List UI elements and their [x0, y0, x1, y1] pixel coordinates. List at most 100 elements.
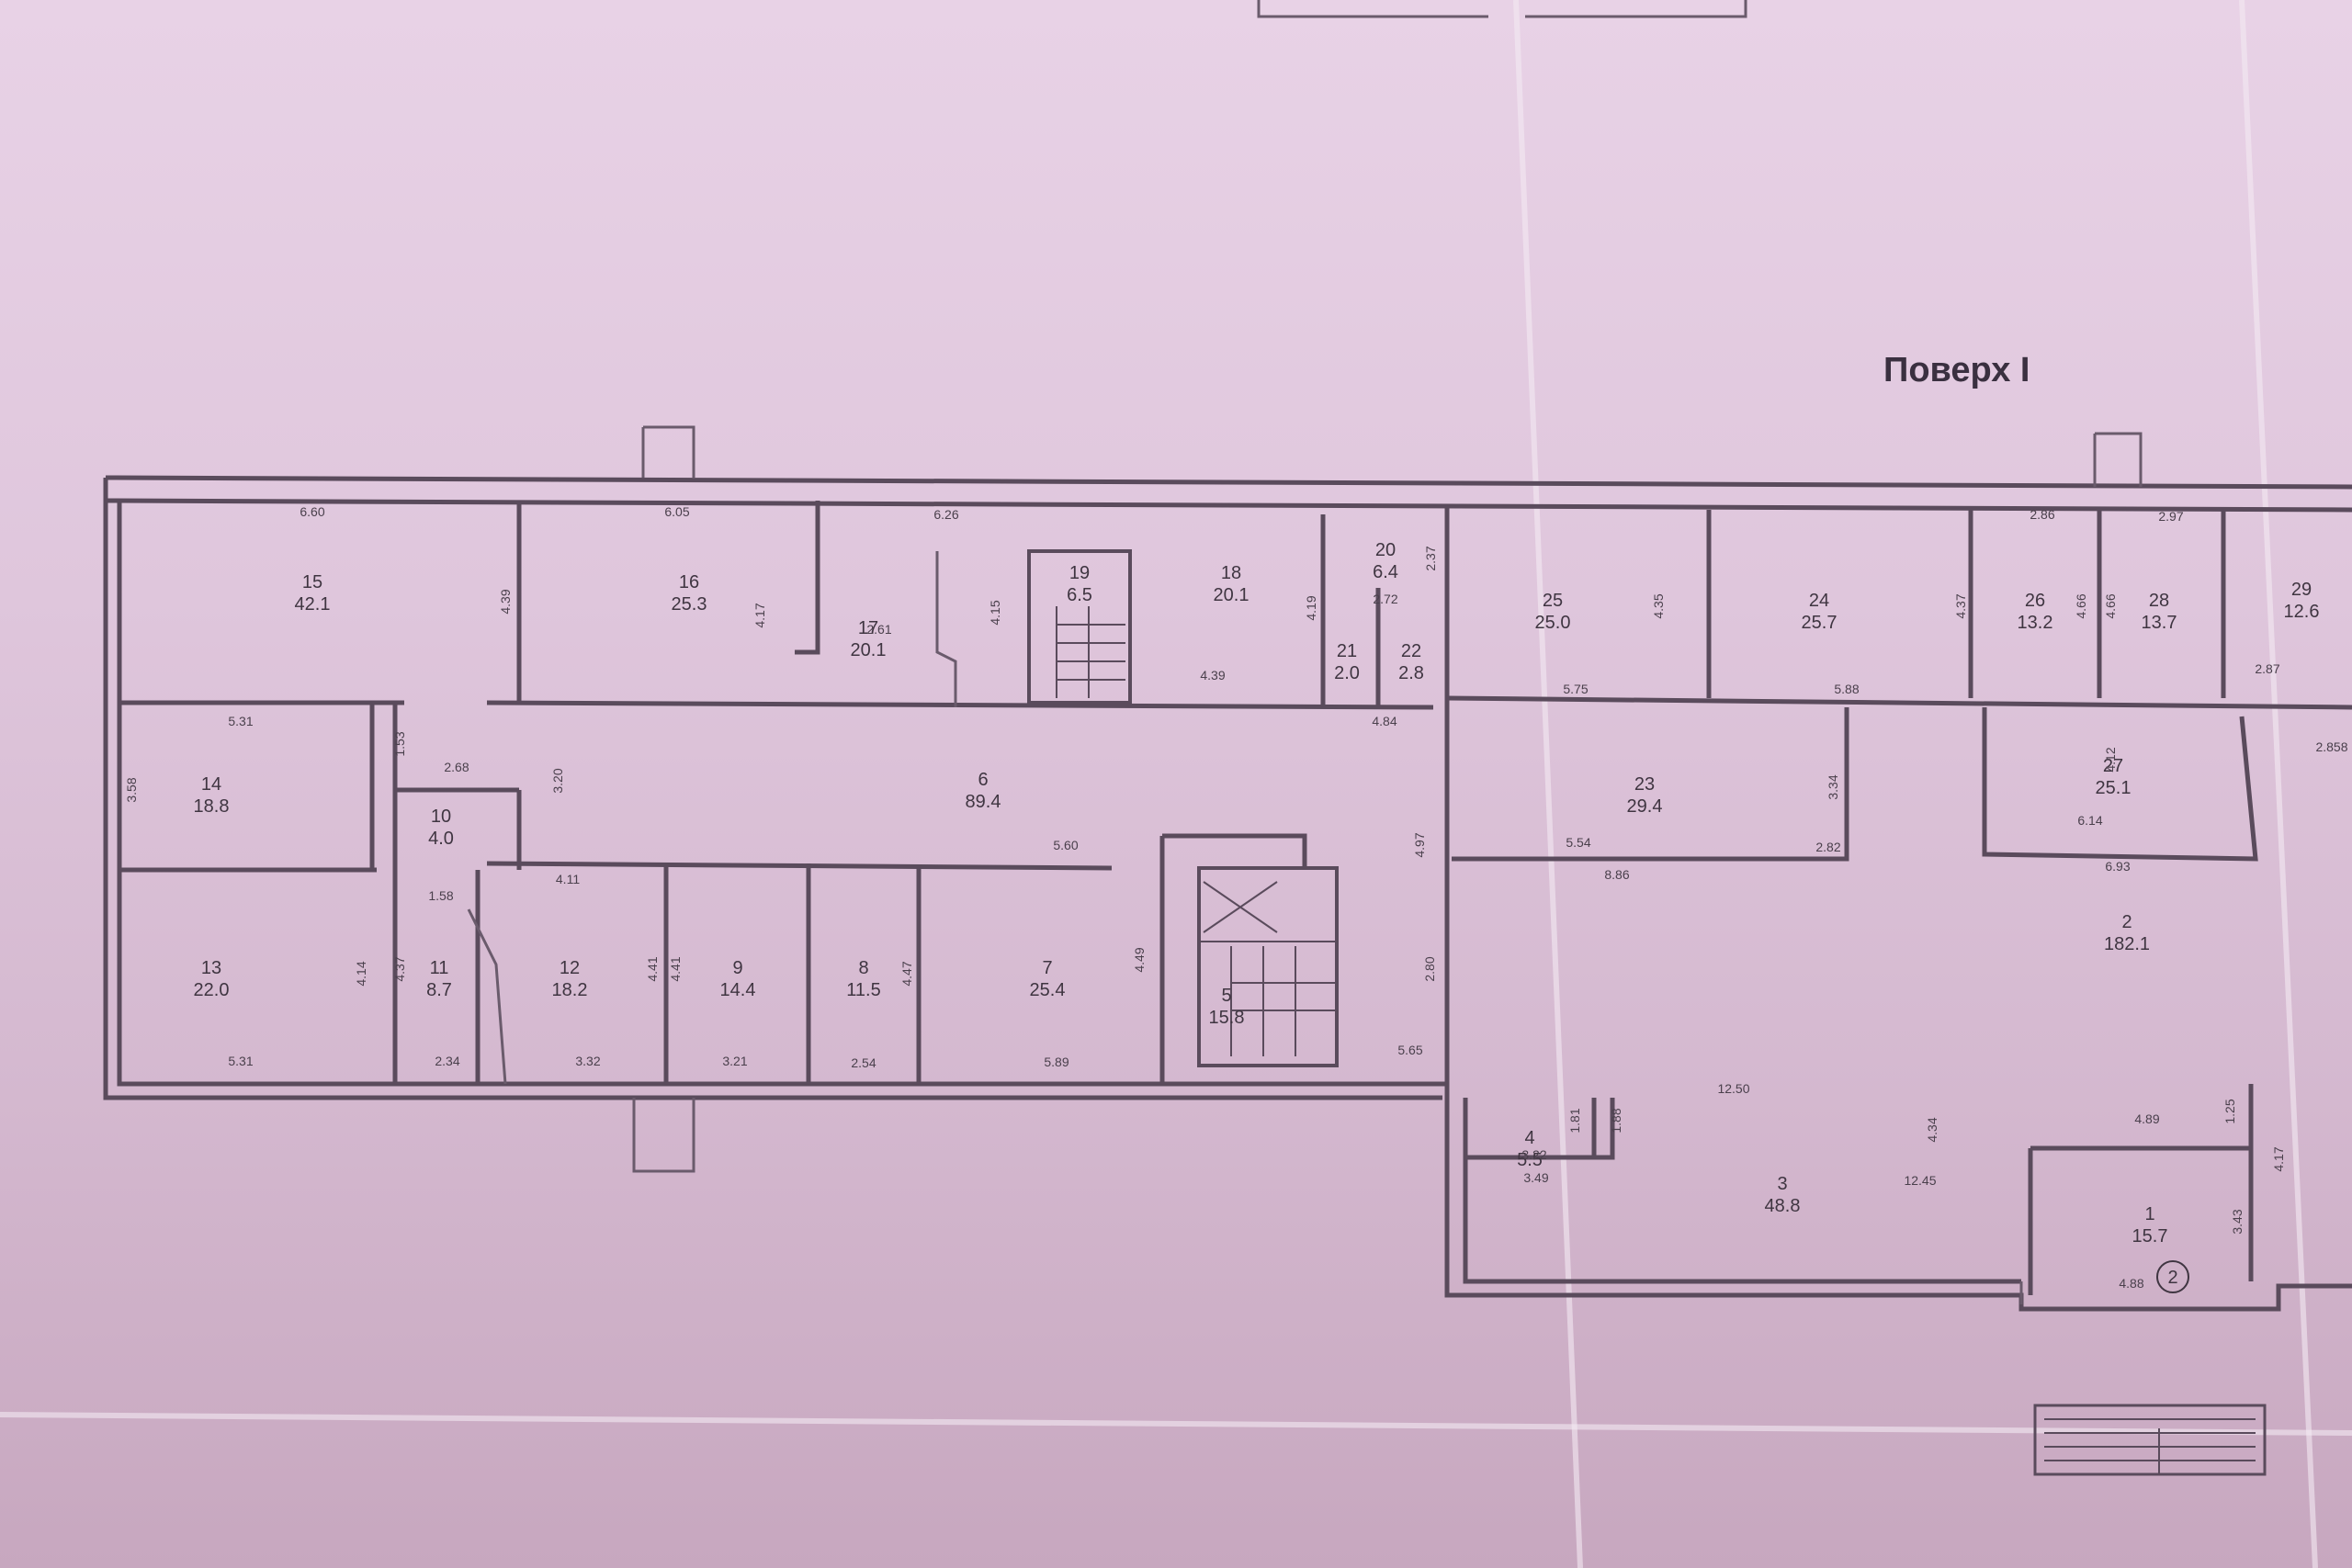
dimension-label: 3.22 — [1521, 1147, 1546, 1162]
room-area: 4.0 — [428, 829, 454, 849]
room-number: 29 — [2291, 580, 2312, 600]
dimension-label: 5.65 — [1397, 1043, 1422, 1057]
dimension-label: 4.11 — [556, 872, 580, 886]
dimension-label: 4.17 — [2271, 1146, 2286, 1171]
dimension-label: 4.12 — [2103, 747, 2118, 772]
dimension-label: 4.66 — [2074, 593, 2088, 618]
section-marker-circle — [2156, 1260, 2189, 1293]
room-area: 42.1 — [295, 594, 331, 615]
room-number: 27 — [2103, 756, 2123, 776]
dimension-label: 4.47 — [899, 961, 914, 986]
room-area: 13.2 — [2018, 613, 2053, 633]
dimension-label: 1.88 — [1609, 1108, 1623, 1133]
dimension-label: 4.37 — [392, 956, 407, 981]
room-area: 6.5 — [1067, 585, 1092, 605]
dimension-label: 4.89 — [2134, 1111, 2159, 1126]
dimension-label: 1.58 — [428, 888, 453, 903]
floor-title: Поверх I — [1883, 351, 2030, 389]
dimension-label: 5.54 — [1566, 835, 1590, 850]
room-area: 182.1 — [2104, 934, 2150, 954]
dimension-label: 2.61 — [866, 622, 891, 637]
room-area: 15.8 — [1209, 1008, 1245, 1028]
paper-fold — [0, 1412, 2352, 1436]
room-number: 17 — [858, 618, 878, 638]
room-number: 24 — [1809, 591, 1829, 611]
dimension-label: 2.97 — [2158, 509, 2183, 524]
room-number: 22 — [1401, 641, 1421, 661]
room-number: 11 — [430, 958, 449, 978]
room-number: 5 — [1221, 986, 1231, 1006]
room-area: 8.7 — [426, 980, 452, 1000]
room-area: 48.8 — [1765, 1196, 1801, 1216]
staircase-room-19 — [1027, 549, 1132, 705]
dimension-label: 1.25 — [2222, 1099, 2237, 1123]
dimension-label: 1.53 — [392, 731, 407, 756]
dimension-label: 4.39 — [498, 589, 513, 614]
room-number: 14 — [201, 774, 221, 795]
room-number: 2 — [2121, 912, 2132, 932]
room-number: 20 — [1375, 540, 1396, 560]
dimension-label: 5.31 — [228, 714, 253, 728]
dimension-label: 2.68 — [444, 760, 469, 774]
room-area: 2.8 — [1398, 663, 1424, 683]
room-number: 10 — [431, 807, 451, 827]
room-number: 8 — [858, 958, 868, 978]
room-number: 28 — [2149, 591, 2169, 611]
dimension-label: 6.14 — [2077, 813, 2102, 828]
dimension-label: 5.88 — [1834, 682, 1859, 696]
interior-walls — [119, 501, 2352, 1304]
dimension-label: 6.93 — [2105, 859, 2130, 874]
room-area: 18.2 — [552, 980, 588, 1000]
dimension-label: 3.43 — [2230, 1209, 2245, 1234]
room-area: 29.4 — [1627, 796, 1663, 817]
dimension-label: 8.86 — [1604, 867, 1629, 882]
room-number: 1 — [2144, 1204, 2154, 1224]
dimension-label: 12.50 — [1717, 1081, 1749, 1096]
room-area: 15.7 — [2132, 1226, 2168, 1247]
dimension-label: 4.41 — [645, 956, 660, 981]
dimension-label: 4.88 — [2119, 1276, 2143, 1291]
room-area: 20.1 — [851, 640, 887, 660]
room-area: 2.0 — [1334, 663, 1360, 683]
dimension-label: 6.60 — [300, 504, 324, 519]
entrance-steps — [2033, 1404, 2267, 1476]
room-number: 23 — [1634, 774, 1655, 795]
room-number: 16 — [679, 572, 699, 592]
dimension-label: 1.81 — [1567, 1108, 1582, 1133]
dimension-label: 4.66 — [2103, 593, 2118, 618]
dimension-label: 4.34 — [1925, 1117, 1939, 1142]
room-number: 18 — [1221, 563, 1241, 583]
room-number: 19 — [1069, 563, 1090, 583]
room-area: 6.4 — [1373, 562, 1398, 582]
dimension-label: 6.05 — [664, 504, 689, 519]
dimension-label: 5.89 — [1044, 1055, 1069, 1069]
dimension-label: 2.37 — [1423, 546, 1438, 570]
room-number: 26 — [2025, 591, 2045, 611]
dimension-label: 4.35 — [1651, 593, 1666, 618]
dimension-label: 4.15 — [988, 600, 1002, 625]
room-area: 25.3 — [672, 594, 707, 615]
room-number: 15 — [302, 572, 322, 592]
dimension-label: 4.37 — [1953, 593, 1968, 618]
section-marker-label: 2 — [2167, 1268, 2177, 1288]
room-number: 12 — [560, 958, 580, 978]
dimension-label: 3.34 — [1826, 774, 1840, 799]
dimension-label: 2.87 — [2255, 661, 2279, 676]
room-number: 9 — [732, 958, 742, 978]
dimension-label: 4.19 — [1304, 595, 1318, 620]
dimension-label: 4.14 — [354, 961, 368, 986]
room-area: 5.5 — [1517, 1150, 1543, 1170]
dimension-label: 12.45 — [1904, 1173, 1936, 1188]
dimension-label: 2.72 — [1373, 592, 1397, 606]
dimension-label: 3.32 — [575, 1054, 600, 1068]
dimension-label: 5.75 — [1563, 682, 1588, 696]
room-area: 18.8 — [194, 796, 230, 817]
dimension-label: 2.80 — [1422, 956, 1437, 981]
room-area: 22.0 — [194, 980, 230, 1000]
dimension-label: 2.86 — [2030, 507, 2054, 522]
dimension-label: 2.858 — [2315, 739, 2347, 754]
room-area: 13.7 — [2142, 613, 2177, 633]
room-number: 3 — [1777, 1174, 1787, 1194]
